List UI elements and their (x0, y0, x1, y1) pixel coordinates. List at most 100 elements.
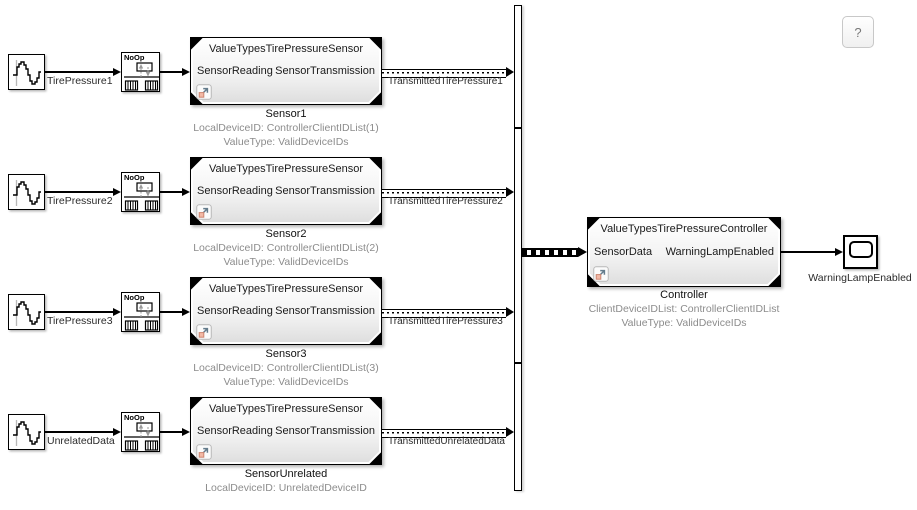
block-title: ValueTypesTirePressureSensor (208, 163, 364, 175)
noop-icon (124, 182, 159, 211)
signal-label: TransmittedTirePressure3 (388, 316, 503, 327)
wire[interactable] (45, 191, 114, 193)
wire[interactable] (45, 431, 114, 433)
bus-signal-wire[interactable] (382, 68, 506, 78)
scope-block[interactable] (843, 235, 878, 269)
output-port-label: SensorTransmission (275, 425, 375, 437)
block-title: ValueTypesTirePressureSensor (208, 403, 364, 415)
signal-source-block[interactable] (8, 174, 45, 210)
block-title: ValueTypesTirePressureSensor (208, 283, 364, 295)
arrowhead-icon (113, 427, 121, 436)
signal-name-label: TirePressure1 (47, 75, 113, 87)
arrowhead-icon (182, 307, 190, 316)
wire[interactable] (45, 71, 114, 73)
arrowhead-icon (506, 307, 514, 317)
block-annotation: LocalDeviceID: ControllerClientIDList(3) (193, 362, 379, 374)
arrowhead-icon (182, 187, 190, 196)
wire[interactable] (160, 191, 182, 193)
block-annotation: ClientDeviceIDList: ControllerClientIDLi… (588, 303, 780, 315)
arrowhead-icon (113, 187, 121, 196)
signal-name-label: TirePressure3 (47, 315, 113, 327)
block-name: SensorUnrelated (244, 468, 328, 480)
noop-block[interactable]: NoOp (121, 172, 160, 212)
arrowhead-icon (113, 67, 121, 76)
arrowhead-icon (182, 427, 190, 436)
input-port-label: SensorReading (197, 185, 273, 197)
noop-icon (124, 62, 159, 91)
arrowhead-icon (506, 67, 514, 77)
signal-label: TransmittedTirePressure1 (388, 76, 503, 87)
arrowhead-icon (835, 247, 843, 256)
block-name: Sensor3 (265, 348, 307, 360)
sensor-subsystem-block[interactable]: ValueTypesTirePressureSensor SensorReadi… (190, 37, 382, 105)
output-port-label: SensorTransmission (275, 185, 375, 197)
signal-label: TransmittedTirePressure2 (388, 196, 503, 207)
model-reference-badge-icon (196, 84, 212, 100)
noop-label: NoOp (124, 293, 145, 302)
help-button[interactable]: ? (842, 16, 874, 48)
signal-name-label: TirePressure2 (47, 195, 113, 207)
bus-junction-bar[interactable] (514, 5, 522, 491)
output-port-label: WarningLampEnabled (665, 246, 774, 258)
signal-label: TransmittedUnrelatedData (388, 436, 505, 447)
block-name: Sensor2 (265, 228, 307, 240)
block-title: ValueTypesTirePressureSensor (208, 43, 364, 55)
arrowhead-icon (506, 187, 514, 197)
block-name: Sensor1 (265, 108, 307, 120)
noop-block[interactable]: NoOp (121, 412, 160, 452)
controller-subsystem-block[interactable]: ValueTypesTirePressureController SensorD… (587, 217, 781, 287)
bus-signal-wire[interactable] (382, 428, 506, 438)
input-port-label: SensorData (594, 246, 653, 258)
bus-segment-divider (515, 362, 521, 364)
beveled-frame (190, 277, 382, 345)
wire[interactable] (160, 431, 182, 433)
sine-wave-icon (13, 420, 41, 446)
wire[interactable] (45, 311, 114, 313)
sensor-row-2: TirePressure2 NoOp (0, 152, 522, 270)
block-title: ValueTypesTirePressureController (600, 223, 768, 235)
wire[interactable] (781, 251, 835, 253)
model-reference-badge-icon (196, 204, 212, 220)
sensor-row-1: TirePressure1 NoOp (0, 32, 522, 150)
block-annotation: ValueType: ValidDeviceIDs (223, 256, 349, 268)
sine-wave-icon (13, 60, 41, 86)
wire[interactable] (160, 311, 182, 313)
noop-label: NoOp (124, 413, 145, 422)
sensor-subsystem-block[interactable]: ValueTypesTirePressureSensor SensorReadi… (190, 277, 382, 345)
noop-block[interactable]: NoOp (121, 52, 160, 92)
signal-source-block[interactable] (8, 294, 45, 330)
signal-name-label: UnrelatedData (47, 435, 115, 447)
noop-label: NoOp (124, 53, 145, 62)
model-reference-badge-icon (196, 444, 212, 460)
beveled-frame (190, 37, 382, 105)
arrowhead-icon (506, 427, 514, 437)
block-annotation: LocalDeviceID: ControllerClientIDList(2) (193, 242, 379, 254)
input-port-label: SensorReading (197, 305, 273, 317)
beveled-frame (587, 217, 781, 287)
arrowhead-icon (578, 246, 587, 257)
bus-to-controller-wire[interactable] (522, 247, 578, 257)
bus-segment-divider (515, 127, 521, 129)
noop-block[interactable]: NoOp (121, 292, 160, 332)
block-name: Controller (660, 289, 708, 301)
output-port-label: SensorTransmission (275, 305, 375, 317)
block-annotation: ValueType: ValidDeviceIDs (223, 376, 349, 388)
bus-signal-wire[interactable] (382, 308, 506, 318)
bus-signal-wire[interactable] (382, 188, 506, 198)
block-annotation: LocalDeviceID: UnrelatedDeviceID (205, 482, 367, 494)
noop-label: NoOp (124, 173, 145, 182)
block-annotation: LocalDeviceID: ControllerClientIDList(1) (193, 122, 379, 134)
signal-source-block[interactable] (8, 414, 45, 450)
sensor-row-3: TirePressure3 NoOp (0, 272, 522, 390)
input-port-label: SensorReading (197, 425, 273, 437)
wire[interactable] (160, 71, 182, 73)
arrowhead-icon (113, 307, 121, 316)
noop-icon (124, 422, 159, 451)
beveled-frame (190, 157, 382, 225)
sensor-row-4: UnrelatedData NoOp (0, 392, 522, 510)
sensor-subsystem-block[interactable]: ValueTypesTirePressureSensor SensorReadi… (190, 397, 382, 465)
sensor-subsystem-block[interactable]: ValueTypesTirePressureSensor SensorReadi… (190, 157, 382, 225)
signal-source-block[interactable] (8, 54, 45, 90)
input-port-label: SensorReading (197, 65, 273, 77)
